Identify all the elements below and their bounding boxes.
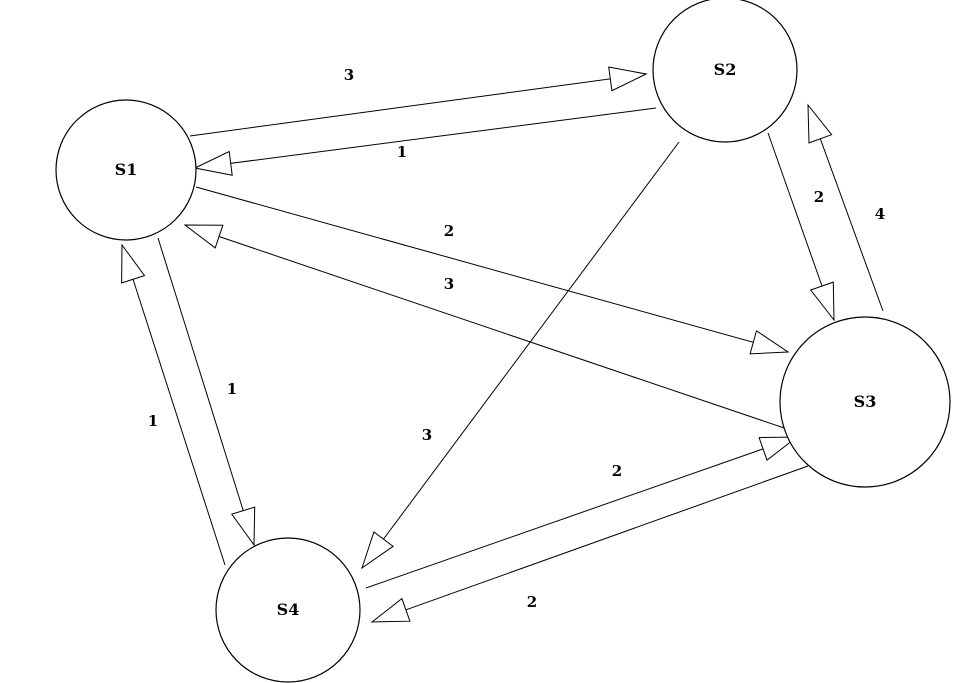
edge-s2-to-s3: 2 — [767, 132, 835, 322]
arrowhead-icon — [230, 506, 256, 547]
edge-weight-s4-to-s3: 2 — [612, 462, 622, 480]
arrowhead-icon — [121, 243, 146, 284]
state-label-s2: S2 — [714, 60, 737, 79]
edge-weight-s1-to-s3: 2 — [444, 222, 454, 240]
state-node-s2: S2 — [652, 0, 798, 143]
state-node-s3: S3 — [779, 316, 951, 488]
edge-s4-to-s3: 2 — [365, 436, 799, 589]
edge-line-s1-to-s4 — [157, 237, 255, 546]
state-circle-s4 — [215, 537, 361, 683]
edge-line-s1-to-s2 — [189, 73, 647, 137]
edge-weight-s4-to-s1: 1 — [148, 412, 158, 430]
state-label-s1: S1 — [115, 160, 138, 179]
state-label-s4: S4 — [277, 600, 300, 619]
edge-weight-s3-to-s4: 2 — [527, 593, 537, 611]
edge-weight-s3-to-s1: 3 — [444, 275, 454, 293]
edge-weight-s2-to-s3: 2 — [814, 188, 824, 206]
edge-s3-to-s2: 4 — [807, 103, 885, 312]
arrowhead-icon — [807, 103, 833, 144]
edge-s1-to-s4: 1 — [157, 237, 256, 547]
state-circle-s2 — [652, 0, 798, 143]
state-circle-s1 — [55, 99, 197, 241]
arrowhead-icon — [809, 281, 835, 322]
edge-s1-to-s2: 3 — [189, 66, 648, 137]
edge-weight-s3-to-s2: 4 — [875, 205, 885, 223]
edge-line-s3-to-s2 — [807, 104, 884, 312]
edge-line-s4-to-s1 — [121, 244, 226, 566]
state-circle-s3 — [779, 316, 951, 488]
edges-layer: 3 1 2 3 1 1 2 4 3 2 2 — [121, 66, 885, 623]
edge-weight-s1-to-s4: 1 — [227, 380, 237, 398]
edge-s3-to-s1: 3 — [183, 224, 797, 433]
arrowhead-icon — [370, 597, 411, 623]
edge-line-s1-to-s3 — [195, 186, 789, 353]
edge-weight-s1-to-s2: 3 — [344, 66, 354, 84]
arrowhead-icon — [758, 436, 799, 462]
edge-s2-to-s1: 1 — [193, 107, 657, 176]
state-label-s3: S3 — [854, 392, 877, 411]
state-node-s4: S4 — [215, 537, 361, 683]
edge-line-s3-to-s4 — [371, 465, 809, 623]
arrowhead-icon — [193, 150, 233, 176]
edge-s2-to-s4: 3 — [361, 141, 680, 570]
edge-s3-to-s4: 2 — [370, 465, 809, 623]
edge-weight-s2-to-s1: 1 — [397, 143, 407, 161]
edge-line-s3-to-s1 — [184, 224, 797, 433]
arrowhead-icon — [183, 224, 224, 249]
edge-line-s2-to-s4 — [361, 141, 680, 569]
arrowhead-icon — [608, 66, 648, 92]
edge-line-s2-to-s1 — [194, 107, 657, 169]
edge-s1-to-s3: 2 — [195, 186, 790, 355]
state-node-s1: S1 — [55, 99, 197, 241]
edge-s4-to-s1: 1 — [121, 243, 226, 566]
edge-weight-s2-to-s4: 3 — [422, 426, 432, 444]
arrowhead-icon — [361, 531, 394, 570]
arrowhead-icon — [749, 329, 790, 355]
edge-line-s4-to-s3 — [365, 436, 798, 589]
